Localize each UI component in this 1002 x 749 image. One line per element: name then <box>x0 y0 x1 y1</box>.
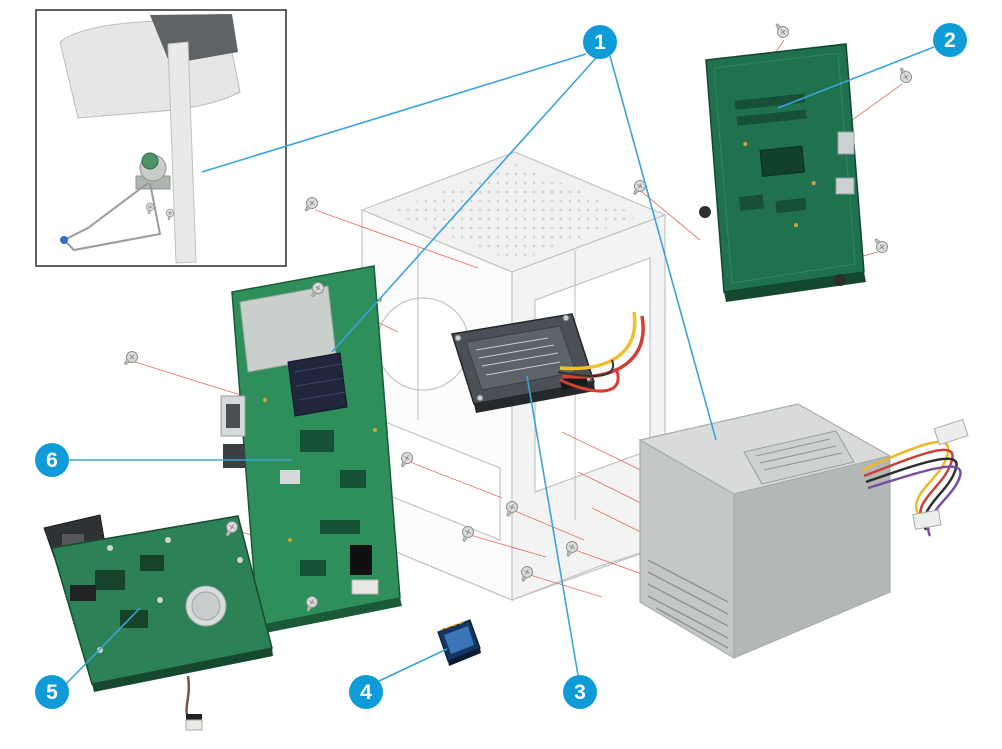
callout-circle <box>349 675 383 709</box>
callout-1: 1 <box>583 25 617 59</box>
callout-2: 2 <box>933 23 967 57</box>
callout-3: 3 <box>563 675 597 709</box>
white-connector <box>351 579 379 595</box>
callout-label: 5 <box>46 681 58 704</box>
chassis <box>360 151 667 601</box>
card-cable <box>185 675 203 731</box>
callout-circle <box>583 25 617 59</box>
formatter-components <box>734 93 816 228</box>
formatter-board <box>699 43 866 302</box>
leader-lines <box>65 46 935 685</box>
callout-label: 4 <box>360 681 372 704</box>
psu-label <box>743 430 855 485</box>
formatter-connector-2 <box>835 177 855 195</box>
board-connector <box>350 545 372 575</box>
callout-4: 4 <box>349 675 383 709</box>
callout-circle <box>933 23 967 57</box>
hard-disk-drive <box>451 311 645 413</box>
strap <box>167 41 197 264</box>
callout-6: 6 <box>35 443 69 477</box>
standoff <box>699 206 711 218</box>
callout-circle <box>563 675 597 709</box>
interface-card <box>43 514 273 731</box>
callout-label: 2 <box>944 29 956 52</box>
sensor-wire <box>60 182 162 252</box>
callout-label: 3 <box>574 681 586 704</box>
formatter-connector <box>837 131 855 155</box>
callout-label: 6 <box>46 449 58 472</box>
wire-connector-tip <box>60 236 68 244</box>
main-board <box>220 265 402 634</box>
usb-port <box>223 444 245 468</box>
callout-circle <box>35 675 69 709</box>
sata-cables <box>557 311 645 393</box>
psu-wire-harness <box>861 418 969 537</box>
inset-detail-box <box>35 9 287 267</box>
memory-card <box>437 619 481 666</box>
callout-circle <box>35 443 69 477</box>
callout-5: 5 <box>35 675 69 709</box>
power-supply <box>638 403 969 660</box>
callouts: 1 2 3 4 5 6 <box>35 23 967 709</box>
standoff <box>834 274 846 286</box>
callout-label: 1 <box>594 31 606 54</box>
psu-vent-grille <box>647 559 729 649</box>
heatsink <box>287 352 348 417</box>
